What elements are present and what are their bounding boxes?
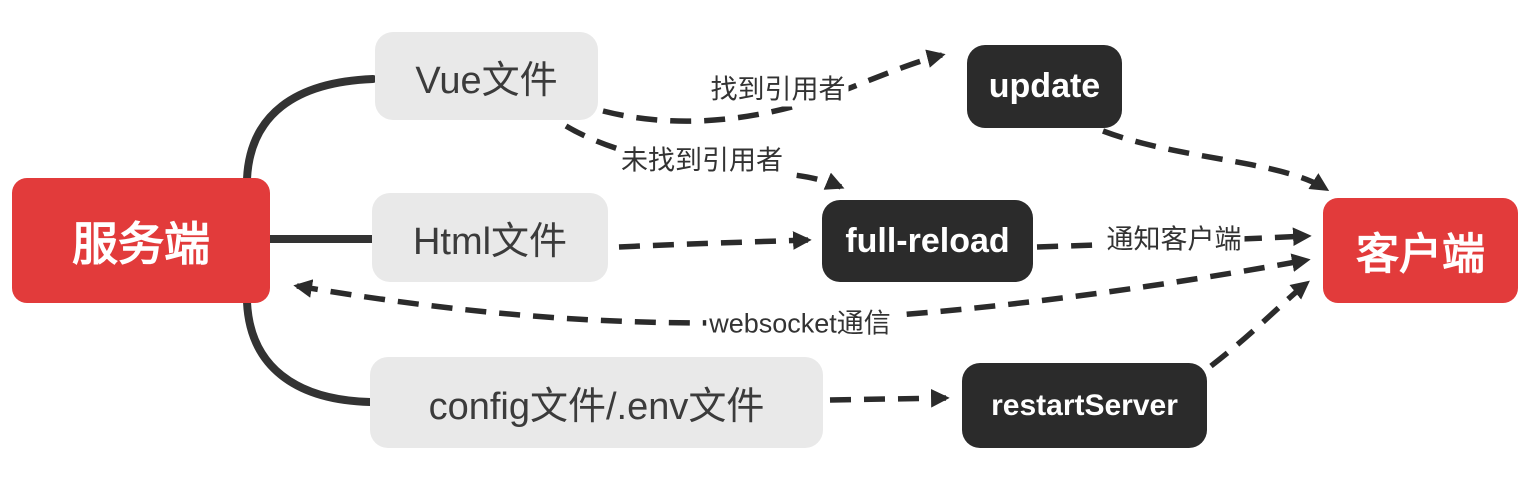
edge-label-found-referrer: 找到引用者 xyxy=(707,67,849,107)
connector-server-to-config xyxy=(243,298,374,406)
node-server: 服务端 xyxy=(12,178,270,303)
node-vue-file: Vue文件 xyxy=(375,32,598,120)
edge-label-no-referrer: 未找到引用者 xyxy=(618,138,786,178)
connector-restart-to-client xyxy=(1209,280,1310,369)
node-client: 客户端 xyxy=(1323,198,1518,303)
node-update: update xyxy=(967,45,1122,128)
connector-update-to-client xyxy=(1102,128,1330,192)
edge-label-websocket: websocket通信 xyxy=(706,301,894,341)
connector-html-to-fullreload xyxy=(618,231,812,250)
connector-server-to-vue xyxy=(243,75,377,183)
node-html-file: Html文件 xyxy=(372,193,608,282)
connector-config-to-restart xyxy=(829,388,950,408)
node-restart-server: restartServer xyxy=(962,363,1207,448)
edge-label-notify-client: 通知客户端 xyxy=(1103,217,1245,257)
node-full-reload: full-reload xyxy=(822,200,1033,282)
node-config-file: config文件/.env文件 xyxy=(370,357,823,448)
